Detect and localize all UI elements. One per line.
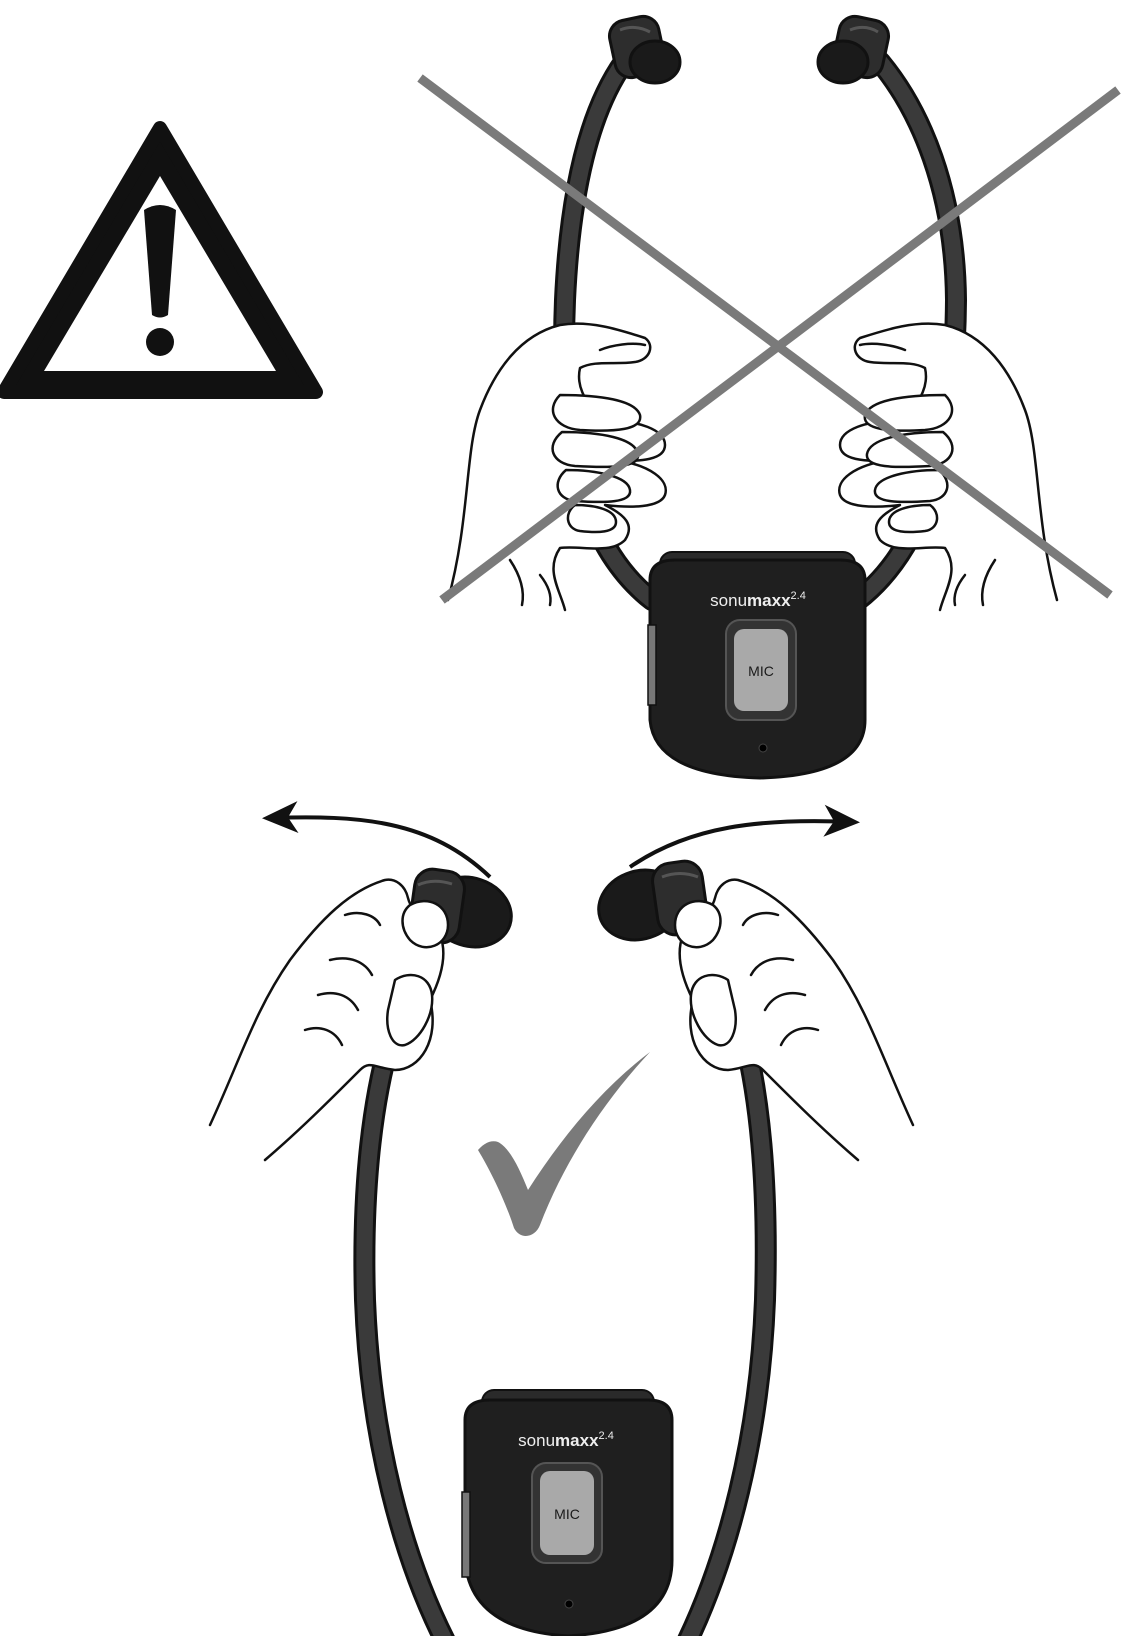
wrong-handling-illustration: sonumaxx2.4 MIC	[420, 13, 1118, 778]
left-spread-arrow-icon	[270, 817, 490, 877]
bottom-right-hand	[675, 880, 913, 1160]
warning-triangle-icon	[4, 128, 316, 392]
top-right-hand	[839, 324, 1057, 610]
top-left-eartip	[607, 13, 680, 83]
bottom-receiver-device: sonumaxx2.4 MIC	[462, 1390, 672, 1636]
bottom-mic-label: MIC	[554, 1506, 580, 1522]
bottom-left-hand	[210, 880, 448, 1160]
right-spread-arrow-icon	[630, 821, 852, 867]
correct-handling-illustration: sonumaxx2.4 MIC	[210, 817, 913, 1636]
top-receiver-device: sonumaxx2.4 MIC	[648, 552, 865, 778]
top-mic-label: MIC	[748, 663, 774, 679]
check-mark-icon	[478, 1052, 650, 1236]
top-right-eartip	[818, 13, 891, 83]
